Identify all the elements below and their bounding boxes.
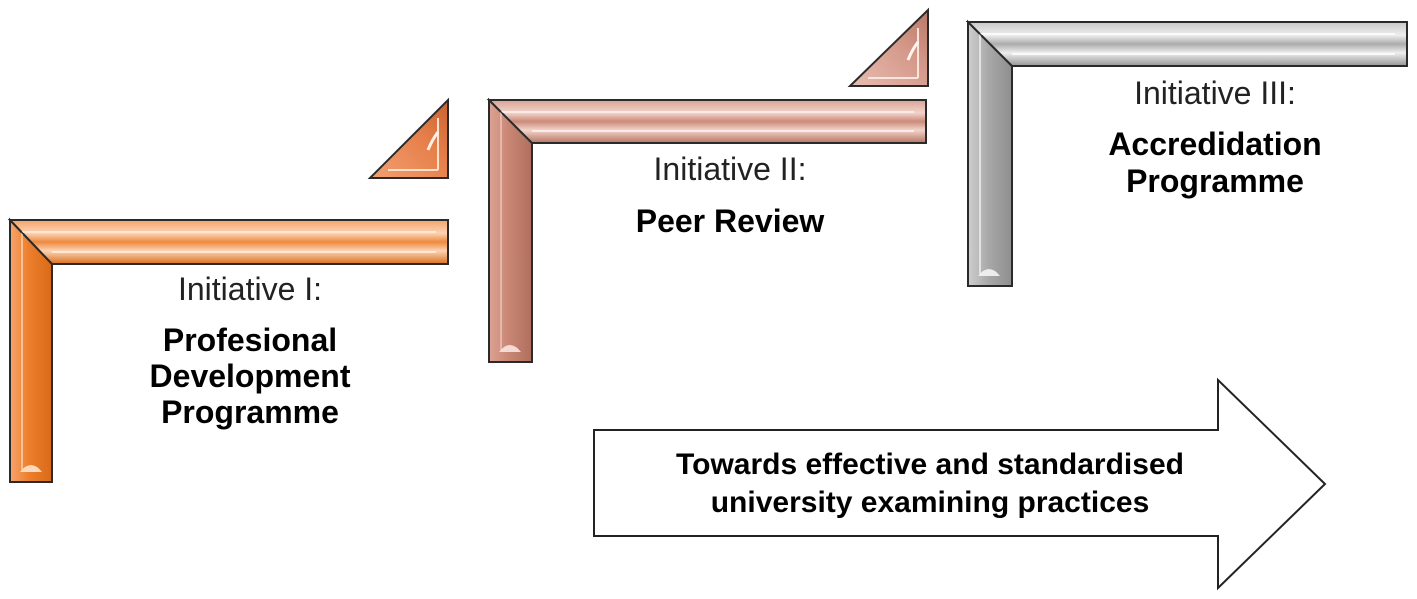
initiative-2-label: Initiative II: Peer Review [570, 151, 890, 240]
initiative-3-bracket [965, 19, 1408, 287]
initiative-1-heading: Initiative I: [177, 271, 323, 307]
goal-arrow-label: Towards effective and standardised unive… [630, 446, 1230, 522]
goal-arrow-line: university examining practices [710, 486, 1150, 520]
initiative-3-heading: Initiative III: [1134, 75, 1296, 111]
initiative-1-triangle [367, 97, 449, 179]
initiative-1-bracket [7, 217, 449, 483]
initiative-3-title-line: Accredidation [1108, 125, 1322, 162]
goal-arrow-line: Towards effective and standardised [676, 448, 1184, 481]
goal-arrow-shape [593, 377, 1327, 591]
initiative-2-title-line: Peer Review [635, 202, 825, 239]
initiative-2-title: Peer Review [570, 202, 890, 240]
initiative-1-label: Initiative I: Profesional Development Pr… [90, 271, 410, 430]
initiative-3-title-line: Programme [1126, 163, 1304, 200]
initiative-2-triangle [847, 7, 929, 87]
initiative-1-title-line: Profesional [162, 321, 338, 358]
initiative-1-title: Profesional Development Programme [90, 322, 410, 430]
initiative-1-title-line: Programme [161, 394, 339, 431]
initiative-3-title: Accredidation Programme [1055, 126, 1375, 201]
initiative-3-label: Initiative III: Accredidation Programme [1055, 75, 1375, 201]
initiative-2-heading: Initiative II: [653, 151, 807, 187]
initiative-1-title-line: Development [149, 357, 351, 394]
initiative-2-bracket [486, 97, 927, 363]
